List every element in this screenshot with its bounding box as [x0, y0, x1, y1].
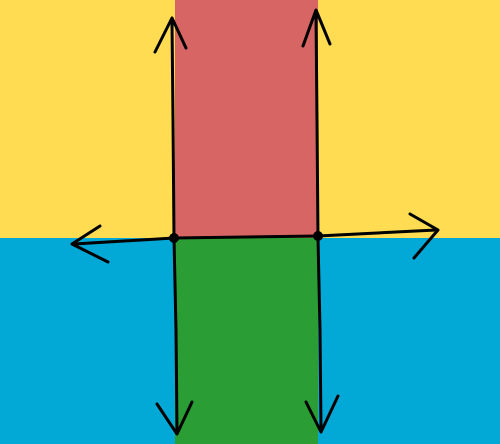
- red-strip: [175, 0, 318, 238]
- horizontal-right-arrow: [408, 212, 440, 260]
- top-left-yellow: [0, 0, 175, 238]
- horizontal-left-arrow: [70, 224, 110, 264]
- right-vertical-up-arrow: [301, 8, 332, 48]
- left-vertical-up-arrow: [153, 16, 188, 54]
- top-right-yellow: [318, 0, 500, 238]
- left-vertical-down-arrow: [155, 400, 194, 436]
- green-strip: [175, 238, 318, 444]
- right-intersection-dot: [313, 231, 323, 241]
- left-intersection-dot: [169, 233, 179, 243]
- horizontal-line: [72, 228, 438, 246]
- bottom-left-blue: [0, 238, 175, 444]
- right-vertical-down-arrow: [304, 394, 340, 434]
- bottom-right-blue: [318, 238, 500, 444]
